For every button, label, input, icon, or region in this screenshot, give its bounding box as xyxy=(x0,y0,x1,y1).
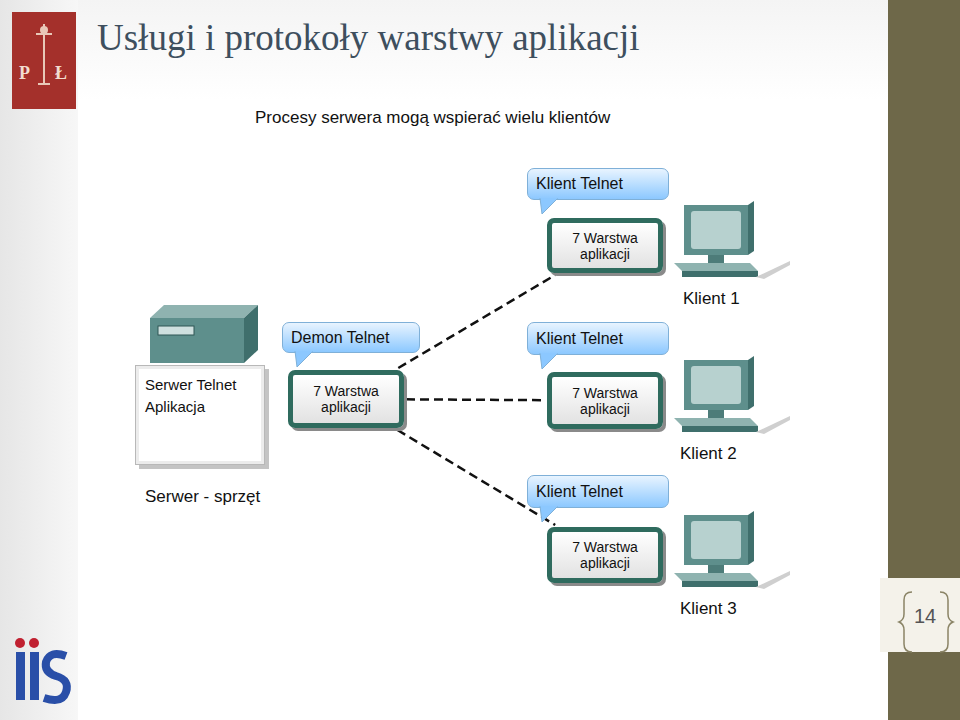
callout-text: Klient Telnet xyxy=(536,330,623,348)
client-callout: Klient Telnet xyxy=(527,475,669,508)
figure-heading: Procesy serwera mogą wspierać wielu klie… xyxy=(255,108,610,128)
page-number-ground xyxy=(880,578,960,652)
client-callout: Klient Telnet xyxy=(527,168,669,200)
university-logo xyxy=(12,12,76,109)
application-layer-box: 7 Warstwa aplikacji xyxy=(547,372,663,429)
dashed-connection xyxy=(406,398,545,401)
left-strip xyxy=(0,0,78,720)
application-layer-box: 7 Warstwa aplikacji xyxy=(288,370,404,428)
box-text: Aplikacja xyxy=(145,396,255,418)
box-text: 7 Warstwa aplikacji xyxy=(306,383,386,415)
top-band xyxy=(0,0,888,100)
logo-torch xyxy=(36,24,52,84)
logo-letter: P xyxy=(19,63,30,84)
page-number: 14 xyxy=(914,605,936,628)
callout-tail xyxy=(536,198,566,218)
logo-flame xyxy=(40,26,48,34)
iis-logo xyxy=(15,638,67,700)
callout-text: Klient Telnet xyxy=(536,483,623,501)
box-text: 7 Warstwa aplikacji xyxy=(565,539,645,571)
page-bracket xyxy=(940,592,953,652)
box-text: 7 Warstwa aplikacji xyxy=(565,230,645,262)
callout-tail xyxy=(536,506,566,526)
callout-tail xyxy=(536,353,566,373)
box-text: Serwer Telnet xyxy=(145,374,255,396)
application-layer-box: 7 Warstwa aplikacji xyxy=(547,527,663,583)
client-callout: Klient Telnet xyxy=(527,322,669,355)
client-computer-icon xyxy=(674,511,790,589)
page-bracket xyxy=(899,592,912,652)
server-hardware-icon xyxy=(150,305,258,363)
daemon-callout: Demon Telnet xyxy=(282,322,420,353)
logo-letter: Ł xyxy=(55,63,67,84)
figure-ground xyxy=(78,100,800,626)
client-name: Klient 2 xyxy=(680,444,737,464)
callout-text: Demon Telnet xyxy=(291,329,389,347)
client-name: Klient 1 xyxy=(683,289,740,309)
box-text: 7 Warstwa aplikacji xyxy=(565,385,645,417)
client-computer-icon xyxy=(674,356,790,434)
slide-title: Usługi i protokoły warstwy aplikacji xyxy=(97,16,640,59)
application-layer-box: 7 Warstwa aplikacji xyxy=(547,218,663,273)
callout-tail xyxy=(291,351,321,371)
hardware-caption: Serwer - sprzęt xyxy=(145,487,260,507)
client-computer-icon xyxy=(674,201,790,279)
callout-text: Klient Telnet xyxy=(536,175,623,193)
server-app-panel: Serwer TelnetAplikacja xyxy=(135,365,265,465)
client-name: Klient 3 xyxy=(680,599,737,619)
